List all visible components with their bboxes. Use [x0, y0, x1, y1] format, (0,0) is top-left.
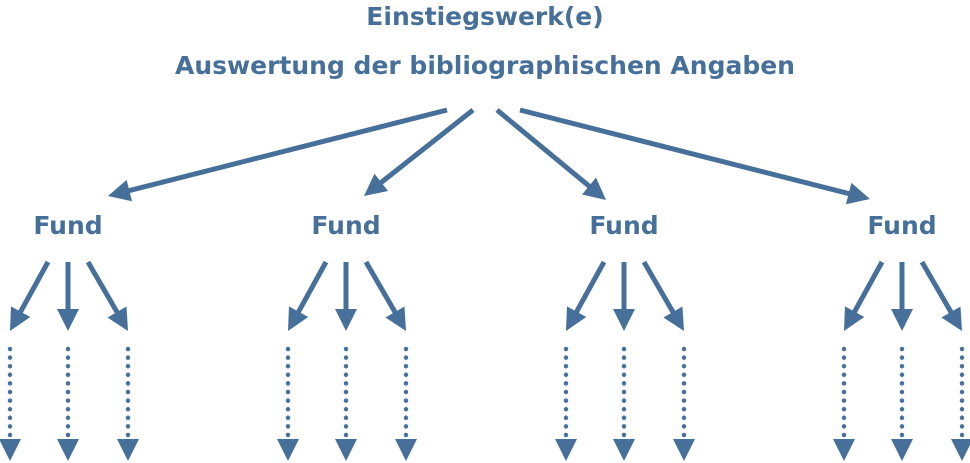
fund-3-dotted-arrow-3 [673, 346, 695, 461]
fund-1-arrow-center [57, 262, 79, 331]
fund-node-3: Fund [589, 211, 659, 240]
arrow-to-fund-1 [108, 107, 448, 202]
fund-2-dotted-arrow-3 [395, 346, 417, 461]
fund-4-arrow-left [844, 260, 885, 331]
fund-node-4: Fund [867, 211, 937, 240]
fund-4-dotted-arrow-2 [891, 346, 913, 461]
arrow-to-fund-2 [364, 108, 475, 196]
fund-4-arrow-center [891, 262, 913, 331]
fund-3-arrow-left [566, 260, 607, 331]
fund-2-dotted-arrow-2 [335, 346, 357, 461]
fund-1-arrow-left [10, 260, 51, 331]
fund-3-dotted-arrow-2 [613, 346, 635, 461]
fund-4-dotted-arrow-3 [951, 346, 970, 461]
arrow-to-fund-3 [495, 108, 606, 200]
fund-3-arrow-center [613, 262, 635, 331]
diagram-subtitle: Auswertung der bibliographischen Angaben [175, 51, 795, 80]
fund-4-dotted-arrow-1 [833, 346, 855, 461]
fund-4-arrow-right [919, 260, 962, 331]
fund-3-arrow-right [641, 260, 684, 331]
arrow-to-fund-4 [519, 107, 870, 205]
fund-2-dotted-arrow-1 [277, 346, 299, 461]
fund-node-1: Fund [33, 211, 103, 240]
fund-3-dotted-arrow-1 [555, 346, 577, 461]
fund-1-dotted-arrow-3 [117, 346, 139, 461]
fund-node-2: Fund [311, 211, 381, 240]
fund-1-dotted-arrow-1 [0, 346, 21, 461]
fund-1-dotted-arrow-2 [57, 346, 79, 461]
fund-2-arrow-left [288, 260, 329, 331]
fund-1-arrow-right [85, 260, 128, 331]
diagram-title: Einstiegswerk(e) [366, 2, 604, 31]
fund-2-arrow-right [363, 260, 406, 331]
fund-2-arrow-center [335, 262, 357, 331]
